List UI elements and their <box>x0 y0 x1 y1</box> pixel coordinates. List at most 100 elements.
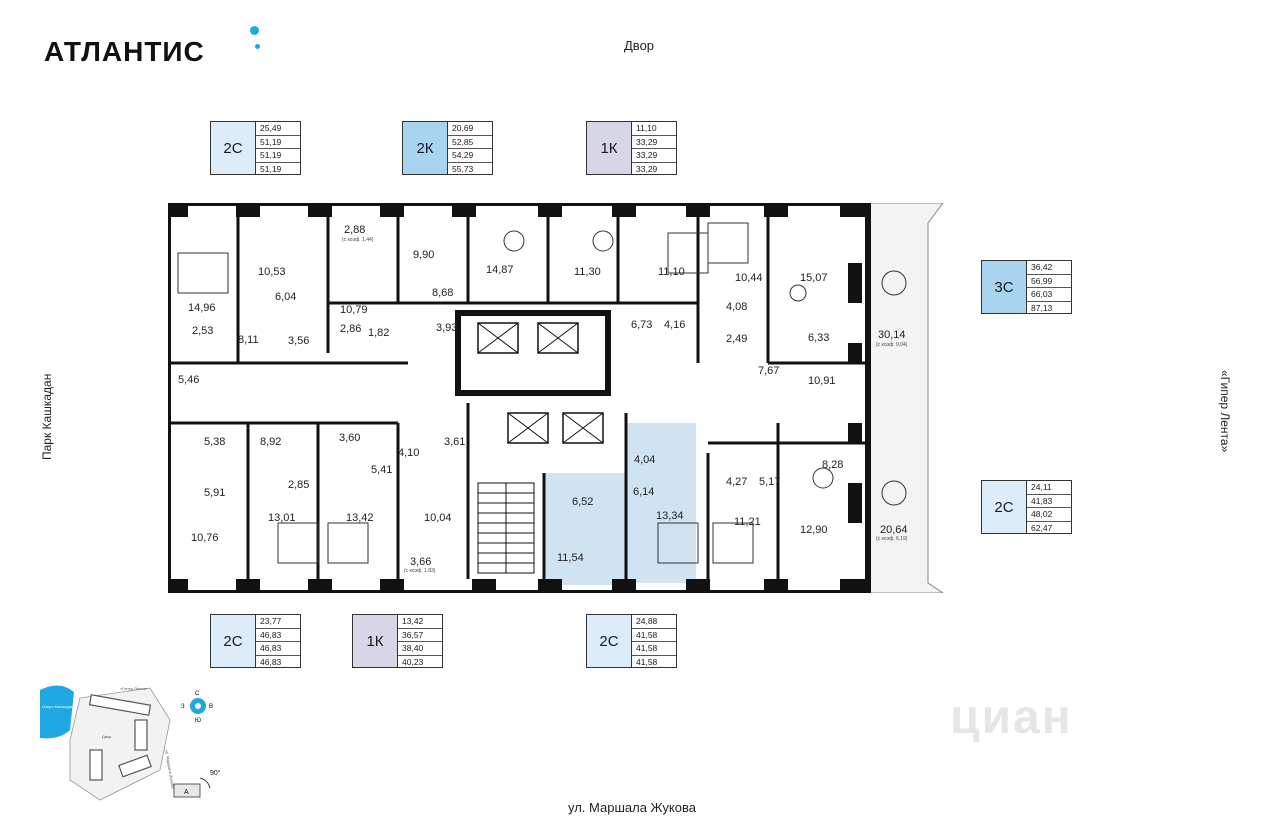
area-value: 36,57 <box>398 629 442 642</box>
apartment-type: 2С <box>586 614 631 668</box>
minimap-yard-label: Двор <box>102 734 112 739</box>
area-value: 11,10 <box>632 122 676 136</box>
area-value: 87,13 <box>1031 302 1053 313</box>
room-area: 8,28 <box>822 459 843 471</box>
compass-s: Ю <box>195 718 201 724</box>
room-area: 14,87 <box>486 264 514 276</box>
room-area: 8,11 <box>238 334 259 346</box>
room-area: 8,68 <box>432 287 453 299</box>
room-area: 3,56 <box>288 335 309 347</box>
room-area: 15,07 <box>800 272 828 284</box>
room-area: 6,14 <box>633 486 654 498</box>
room-area: 10,91 <box>808 375 836 387</box>
apartment-areas: 13,42 36,57 38,40 40,23 <box>397 614 443 668</box>
apartment-areas: 24,88 41,58 41,58 41,58 <box>631 614 677 668</box>
area-value: 33,29 <box>632 149 676 163</box>
room-area: 3,61 <box>444 436 465 448</box>
brand-logo: АТЛАНТИС <box>44 36 205 67</box>
area-value: 25,49 <box>256 122 300 136</box>
area-value: 56,99 <box>1027 275 1071 288</box>
lake-shape <box>40 685 74 739</box>
area-value: 54,29 <box>448 149 492 163</box>
room-area: 4,27 <box>726 476 747 488</box>
area-value: 40,23 <box>402 656 424 667</box>
room-area: 5,17 <box>759 476 780 488</box>
elevator-shaft <box>477 322 519 354</box>
apartment-type: 2С <box>210 121 255 175</box>
apartment-areas: 36,42 56,99 66,03 87,13 <box>1026 260 1072 314</box>
area-value: 13,42 <box>398 615 442 629</box>
logo-dot-small <box>255 44 260 49</box>
angle-label: 90° <box>210 769 221 777</box>
room-area: 2,85 <box>288 479 309 491</box>
section-label: А <box>184 789 189 796</box>
street-right: «Гипер Лента» <box>1218 370 1232 453</box>
room-area: 13,42 <box>346 512 374 524</box>
street-left: Парк Кашкадан <box>40 373 54 460</box>
area-value: 36,42 <box>1027 261 1071 275</box>
area-value: 46,83 <box>260 656 282 667</box>
area-value: 55,73 <box>452 163 474 174</box>
apartment-card-right-2[interactable]: 2С 24,11 41,83 48,02 62,47 <box>981 480 1072 534</box>
room-area: 1,82 <box>368 327 389 339</box>
apartment-areas: 11,10 33,29 33,29 33,29 <box>631 121 677 175</box>
elevator-shaft <box>562 412 604 444</box>
section-marker <box>173 783 201 798</box>
area-value: 62,47 <box>1031 522 1053 533</box>
room-area: 4,08 <box>726 301 747 313</box>
room-area: 6,33 <box>808 332 829 344</box>
area-value: 41,58 <box>632 642 676 656</box>
room-area: 10,04 <box>424 512 452 524</box>
area-value: 41,83 <box>1027 495 1071 508</box>
lake-label: Озеро Кашкадан <box>42 704 73 709</box>
room-note: (с коэф. 1,83) <box>404 568 436 574</box>
room-area: 12,90 <box>800 524 828 536</box>
room-area: 7,67 <box>758 365 779 377</box>
room-note: (с коэф. 1,44) <box>342 237 374 243</box>
apartment-card-bottom-1[interactable]: 2С 23,77 46,83 46,83 46,83 <box>210 614 301 668</box>
room-area: 6,04 <box>275 291 296 303</box>
room-area: 2,86 <box>340 323 361 335</box>
area-value: 20,69 <box>448 122 492 136</box>
room-area: 13,34 <box>656 510 684 522</box>
room-area: 4,16 <box>664 319 685 331</box>
apartment-type: 3С <box>981 260 1026 314</box>
elevator-shaft <box>537 322 579 354</box>
room-area: 5,91 <box>204 487 225 499</box>
area-value: 33,29 <box>636 163 658 174</box>
room-area: 10,53 <box>258 266 286 278</box>
apartment-type: 1К <box>352 614 397 668</box>
room-area: 10,79 <box>340 304 368 316</box>
area-value: 51,19 <box>256 149 300 163</box>
compass-e: В <box>209 704 213 710</box>
area-value: 52,85 <box>448 136 492 149</box>
apartment-card-right-1[interactable]: 3С 36,42 56,99 66,03 87,13 <box>981 260 1072 314</box>
elevator-shaft <box>507 412 549 444</box>
apartment-card-bottom-3[interactable]: 2С 24,88 41,58 41,58 41,58 <box>586 614 677 668</box>
room-note: (с коэф. 9,04) <box>876 342 908 348</box>
room-area: 10,44 <box>735 272 763 284</box>
outer-wall <box>168 203 871 593</box>
selected-apartment-area <box>544 473 628 585</box>
room-area: 14,96 <box>188 302 216 314</box>
room-area: 3,93 <box>436 322 457 334</box>
minimap-top-label: «Гипер Лента» <box>120 686 148 691</box>
room-area: 3,66 <box>410 556 431 568</box>
apartment-areas: 24,11 41,83 48,02 62,47 <box>1026 480 1072 534</box>
area-value: 24,11 <box>1027 481 1071 495</box>
room-area: 11,21 <box>734 516 761 528</box>
elevator-core <box>455 310 611 396</box>
street-bottom: ул. Маршала Жукова <box>568 800 696 815</box>
apartment-card-top-2[interactable]: 2К 20,69 52,85 54,29 55,73 <box>402 121 493 175</box>
angle-arc <box>199 777 211 789</box>
room-area: 9,90 <box>413 249 434 261</box>
stairs <box>477 482 535 574</box>
apartment-type: 2С <box>210 614 255 668</box>
room-area: 6,73 <box>631 319 652 331</box>
apartment-card-top-3[interactable]: 1К 11,10 33,29 33,29 33,29 <box>586 121 677 175</box>
apartment-card-bottom-2[interactable]: 1К 13,42 36,57 38,40 40,23 <box>352 614 443 668</box>
apartment-card-top-1[interactable]: 2С 25,49 51,19 51,19 51,19 <box>210 121 301 175</box>
room-area: 30,14 <box>878 329 906 341</box>
room-area: 5,38 <box>204 436 225 448</box>
area-value: 24,88 <box>632 615 676 629</box>
